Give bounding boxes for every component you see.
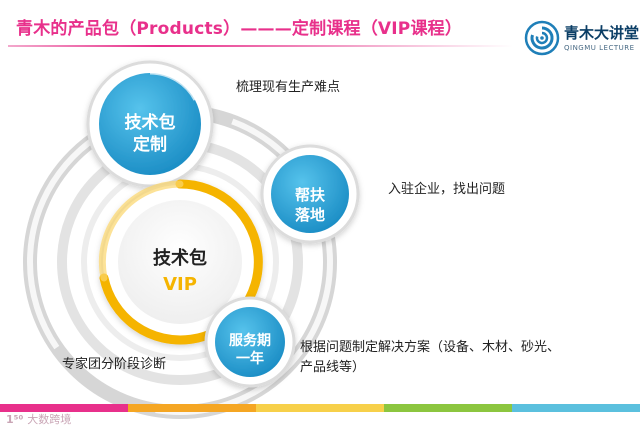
- bubble-help-label: 帮扶 落地: [270, 185, 350, 225]
- bubble-help: [260, 144, 360, 244]
- footer-band-seg-3: [256, 404, 384, 412]
- bubble-help-line1: 帮扶: [294, 186, 325, 204]
- bubble-core: [98, 179, 263, 345]
- footer-band-seg-4: [384, 404, 512, 412]
- bubble-core-line2: VIP: [163, 274, 197, 295]
- footer-band-seg-2: [128, 404, 256, 412]
- brand-name: 青木大讲堂: [564, 24, 640, 42]
- bubble-core-line1: 技术包: [153, 248, 207, 269]
- bubble-service-line1: 服务期: [229, 333, 271, 349]
- desc-expert: 专家团分阶段诊断: [62, 357, 167, 372]
- desc-service-line2: 产品线等）: [300, 360, 366, 375]
- desc-custom: 梳理现有生产难点: [236, 80, 341, 95]
- bubble-service-line2: 一年: [236, 351, 264, 367]
- brand-logo: 青木大讲堂 QINGMU LECTURE: [524, 18, 639, 62]
- slide-title: 青木的产品包（Products）———定制课程（VIP课程）: [16, 19, 463, 39]
- footer-logo-number: 1⁵⁰: [6, 413, 24, 426]
- footer-band-seg-5: [512, 404, 640, 412]
- bubble-help-line2: 落地: [294, 206, 325, 224]
- bubble-custom: [86, 60, 214, 188]
- bubble-service: [204, 296, 296, 388]
- footer-band-seg-1: [0, 404, 128, 412]
- bubble-service-label: 服务期 一年: [205, 332, 295, 368]
- footer-logo-text: 大数跨境: [27, 413, 72, 426]
- footer-color-band: [0, 404, 640, 412]
- desc-help: 入驻企业，找出问题: [388, 182, 506, 197]
- desc-service: 根据问题制定解决方案（设备、木材、砂光、 产品线等）: [300, 338, 560, 378]
- bubble-core-label: 技术包 VIP: [115, 246, 245, 298]
- title-divider: [8, 45, 513, 47]
- spiral-logo-icon: [524, 20, 560, 56]
- desc-service-line1: 根据问题制定解决方案（设备、木材、砂光、: [300, 340, 561, 355]
- bubble-custom-line2: 定制: [133, 135, 167, 155]
- bubble-custom-label: 技术包 定制: [95, 112, 205, 156]
- bubble-custom-line1: 技术包: [124, 113, 176, 133]
- brand-subtitle: QINGMU LECTURE: [564, 44, 635, 52]
